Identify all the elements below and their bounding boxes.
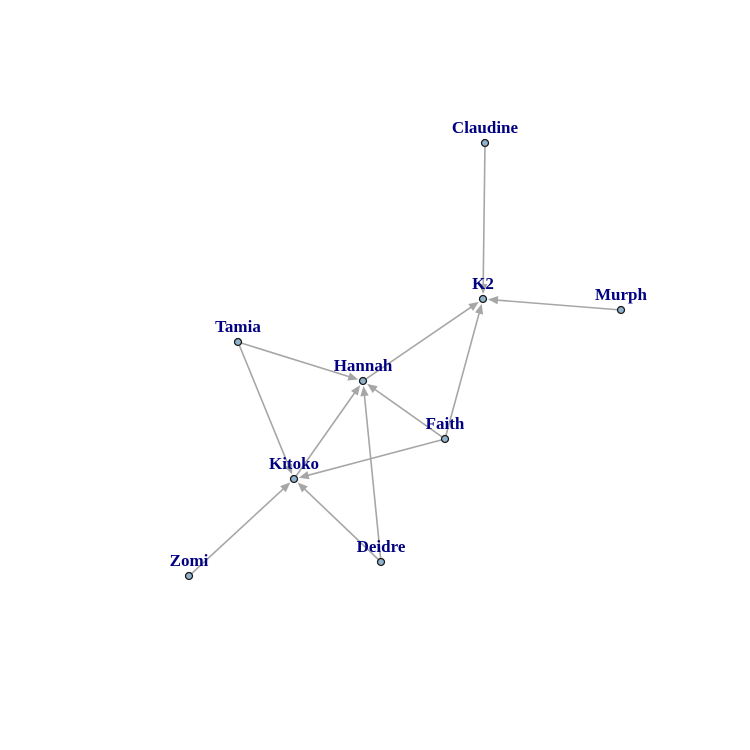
node-hannah [358, 376, 368, 386]
edge-deidre-to-hannah [363, 393, 382, 563]
edge-faith-to-hannah [373, 387, 446, 440]
arrowhead-tamia-to-hannah [347, 372, 359, 381]
arrowhead-kitoko-to-hannah [350, 385, 361, 396]
arrowhead-faith-to-hannah [367, 383, 378, 394]
node-zomi [184, 571, 194, 581]
node-deidre [376, 557, 386, 567]
node-claudine [480, 138, 490, 148]
node-label-zomi: Zomi [170, 551, 209, 570]
arrowhead-murph-to-k2 [487, 296, 499, 305]
edge-tamia-to-hannah [237, 341, 351, 378]
node-label-claudine: Claudine [452, 118, 519, 137]
edge-murph-to-k2 [495, 299, 622, 311]
edge-tamia-to-kitoko [237, 341, 290, 468]
edge-kitoko-to-hannah [293, 391, 357, 480]
edge-hannah-to-k2 [362, 305, 473, 382]
node-label-kitoko: Kitoko [269, 454, 319, 473]
arrowhead-hannah-to-k2 [468, 301, 479, 311]
arrowhead-tamia-to-kitoko [284, 463, 293, 475]
arrowhead-claudine-to-k2 [478, 283, 488, 295]
edges-layer [188, 142, 622, 577]
node-kitoko [289, 474, 299, 484]
edge-faith-to-kitoko [306, 438, 446, 477]
arrowhead-faith-to-kitoko [298, 471, 310, 480]
node-label-faith: Faith [426, 414, 465, 433]
node-faith [440, 434, 450, 444]
edge-claudine-to-k2 [482, 142, 486, 287]
node-k2 [478, 294, 488, 304]
arrowhead-deidre-to-kitoko [297, 482, 308, 493]
edge-faith-to-k2 [444, 311, 481, 440]
node-murph [616, 305, 626, 315]
node-label-murph: Murph [595, 285, 648, 304]
edge-zomi-to-kitoko [188, 487, 285, 577]
labels-layer: ClaudineK2MurphTamiaHannahFaithKitokoDei… [170, 118, 648, 570]
edge-deidre-to-kitoko [302, 487, 382, 563]
arrowhead-deidre-to-hannah [360, 385, 369, 397]
node-label-k2: K2 [472, 274, 494, 293]
node-label-hannah: Hannah [334, 356, 393, 375]
arrowhead-zomi-to-kitoko [280, 482, 291, 493]
arrowhead-faith-to-k2 [475, 303, 484, 315]
nodes-layer [184, 138, 626, 581]
node-tamia [233, 337, 243, 347]
node-label-deidre: Deidre [357, 537, 406, 556]
node-label-tamia: Tamia [215, 317, 261, 336]
